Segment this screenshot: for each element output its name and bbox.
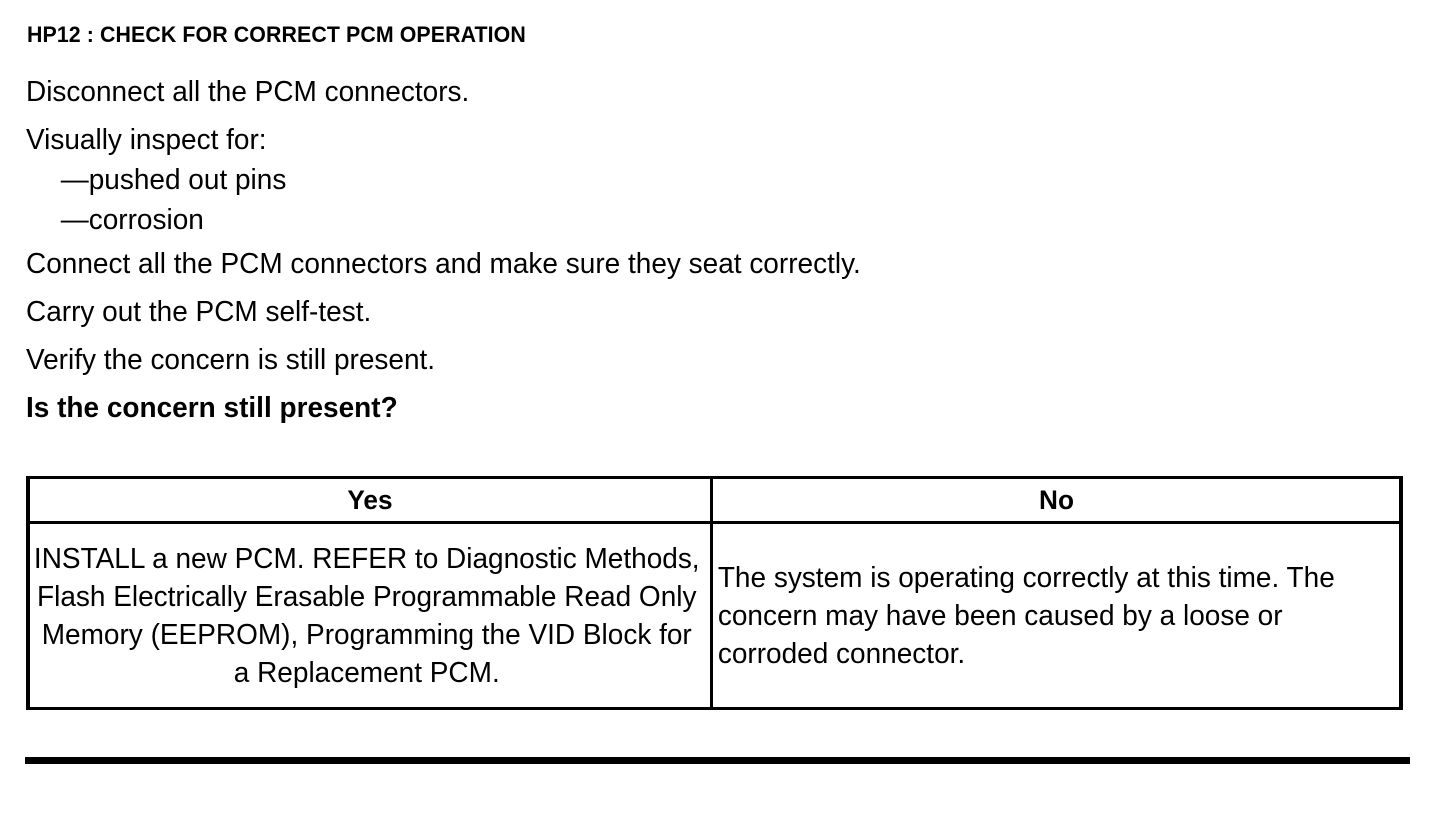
decision-question: Is the concern still present? [26, 392, 398, 424]
inspect-sub-list: —pushed out pins —corrosion [26, 160, 1386, 240]
instruction-line-self-test: Carry out the PCM self-test. [26, 296, 372, 328]
decision-table-cell-no-text: The system is operating correctly at thi… [717, 561, 1335, 670]
decision-table-body-row: INSTALL a new PCM. REFER to Diagnostic M… [26, 521, 1403, 710]
instruction-line-visually-inspect: Visually inspect for: [26, 124, 267, 156]
decision-table-header-row: Yes No [28, 476, 1401, 524]
instruction-line-verify: Verify the concern is still present. [26, 344, 436, 376]
decision-table-header-yes: Yes [36, 476, 703, 524]
instruction-list: Disconnect all the PCM connectors. Visua… [26, 68, 1386, 432]
decision-table-header-no: No [720, 476, 1393, 524]
sub-item-pushed-out-pins: —pushed out pins [60, 164, 287, 196]
decision-table: Yes No INSTALL a new PCM. REFER to Diagn… [26, 476, 1403, 710]
sub-item-corrosion: —corrosion [60, 204, 204, 236]
instruction-line-disconnect: Disconnect all the PCM connectors. [26, 76, 470, 108]
section-divider-rule [25, 757, 1410, 764]
decision-table-cell-yes-text: INSTALL a new PCM. REFER to Diagnostic M… [33, 542, 700, 689]
decision-table-cell-no: The system is operating correctly at thi… [710, 521, 1403, 710]
page-title: HP12 : CHECK FOR CORRECT PCM OPERATION [27, 22, 526, 47]
decision-table-cell-yes: INSTALL a new PCM. REFER to Diagnostic M… [26, 521, 713, 710]
instruction-line-connect: Connect all the PCM connectors and make … [26, 248, 861, 280]
